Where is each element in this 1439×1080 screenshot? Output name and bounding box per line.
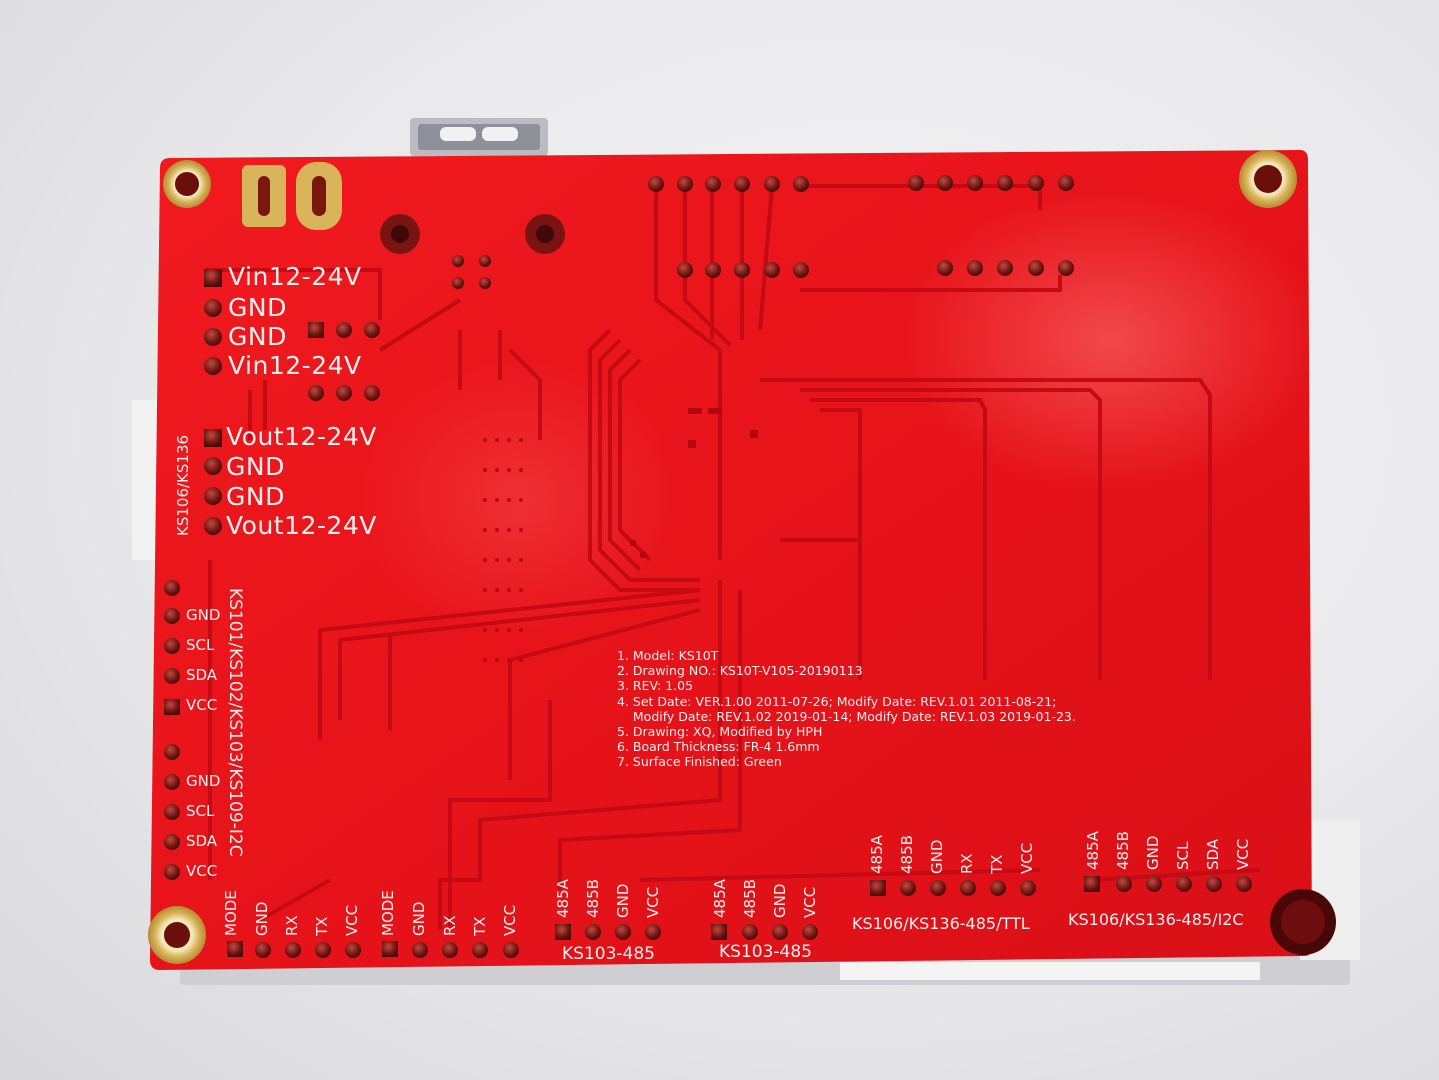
label-bottom-a-tx: TX [313,916,331,936]
note-line-4: 4. Set Date: VER.1.00 2011-07-26; Modify… [617,693,1057,709]
label-i2c-side: KS101/KS102/KS103/KS109-I2C [225,588,245,857]
via-grid [483,438,523,662]
label-bottom-a-gnd: GND [253,901,271,936]
label-bottom-b-tx: TX [471,916,489,936]
label-ks103-2-gnd: GND [771,883,789,918]
mounting-hole-bottom-right [1270,889,1336,955]
label-ks106-i2c: KS106/KS136-485/I2C [1068,910,1244,929]
label-ks103-2-485a: 485A [711,879,729,918]
label-ks103-1-485b: 485B [584,879,602,918]
label-ks103-485-2: KS103-485 [719,942,812,962]
label-left-gnd-2: GND [186,772,221,790]
label-i2c-sda: SDA [1204,838,1222,870]
mounting-hole-top-right [1239,150,1297,208]
label-vin-2: Vin12-24V [228,351,362,380]
label-vin-1: Vin12-24V [228,262,362,291]
note-line-5: Modify Date: REV.1.02 2019-01-14; Modify… [617,708,1076,724]
label-i2c-485b: 485B [1114,831,1132,870]
label-left-vcc-2: VCC [186,862,218,880]
label-ks106-ttl: KS106/KS136-485/TTL [852,914,1030,933]
label-ks106-ks136-side: KS106/KS136 [174,434,192,536]
label-i2c-485a: 485A [1084,831,1102,870]
label-left-sda-2: SDA [186,832,218,850]
mounting-hole-bottom-left [148,906,206,964]
note-line-3: 3. REV: 1.05 [617,678,694,694]
label-ttl-tx: TX [988,854,1006,874]
label-ks103-2-vcc: VCC [801,886,819,918]
label-left-gnd-1: GND [186,606,221,624]
label-gnd-2: GND [228,322,287,351]
gold-slot-pads [242,162,342,230]
mounting-hole-top-left [163,160,211,208]
label-ttl-485b: 485B [898,835,916,874]
board-notes: 1. Model: KS10T 2. Drawing NO.: KS10T-V1… [617,648,1076,770]
note-line-7: 6. Board Thickness: FR-4 1.6mm [617,739,820,755]
label-left-scl-1: SCL [186,636,215,654]
label-ks103-2-485b: 485B [741,879,759,918]
note-line-6: 5. Drawing: XQ, Modified by HPH [617,724,823,740]
label-bottom-b-mode: MODE [379,890,397,936]
note-line-8: 7. Surface Finished: Green [617,754,782,770]
label-bottom-b-rx: RX [441,915,459,936]
label-i2c-vcc: VCC [1234,838,1252,870]
label-ks103-485-1: KS103-485 [562,944,655,964]
top-header-pads [308,175,1074,401]
note-line-1: 1. Model: KS10T [617,648,719,663]
label-ttl-rx: RX [958,853,976,874]
label-vout-2: Vout12-24V [226,511,377,540]
label-left-sda-1: SDA [186,666,218,684]
label-ks103-1-vcc: VCC [644,886,662,918]
ic-footprint [630,408,758,558]
label-left-scl-2: SCL [186,802,215,820]
label-i2c-scl: SCL [1174,841,1192,870]
left-i2c-pads [164,580,180,880]
label-i2c-gnd: GND [1144,835,1162,870]
label-bottom-a-mode: MODE [222,890,240,936]
label-ks103-1-485a: 485A [554,879,572,918]
label-bottom-b-gnd: GND [410,901,428,936]
label-gnd-3: GND [226,452,285,481]
label-ttl-485a: 485A [868,835,886,874]
label-bottom-b-vcc: VCC [501,904,519,936]
label-gnd-4: GND [226,482,285,511]
label-gnd-1: GND [228,293,287,322]
bottom-header-pads [227,876,1252,958]
note-line-2: 2. Drawing NO.: KS10T-V105-20190113 [617,663,863,679]
label-vout-1: Vout12-24V [226,422,377,451]
label-bottom-a-vcc: VCC [343,904,361,936]
label-ttl-vcc: VCC [1018,842,1036,874]
label-left-vcc-1: VCC [186,696,218,714]
label-ks103-1-gnd: GND [614,883,632,918]
power-terminal-pads [204,269,222,535]
label-bottom-a-rx: RX [283,915,301,936]
label-ttl-gnd: GND [928,839,946,874]
large-vias [380,214,565,254]
pcb-traces [205,184,1261,930]
white-housing-strip [840,962,1260,980]
